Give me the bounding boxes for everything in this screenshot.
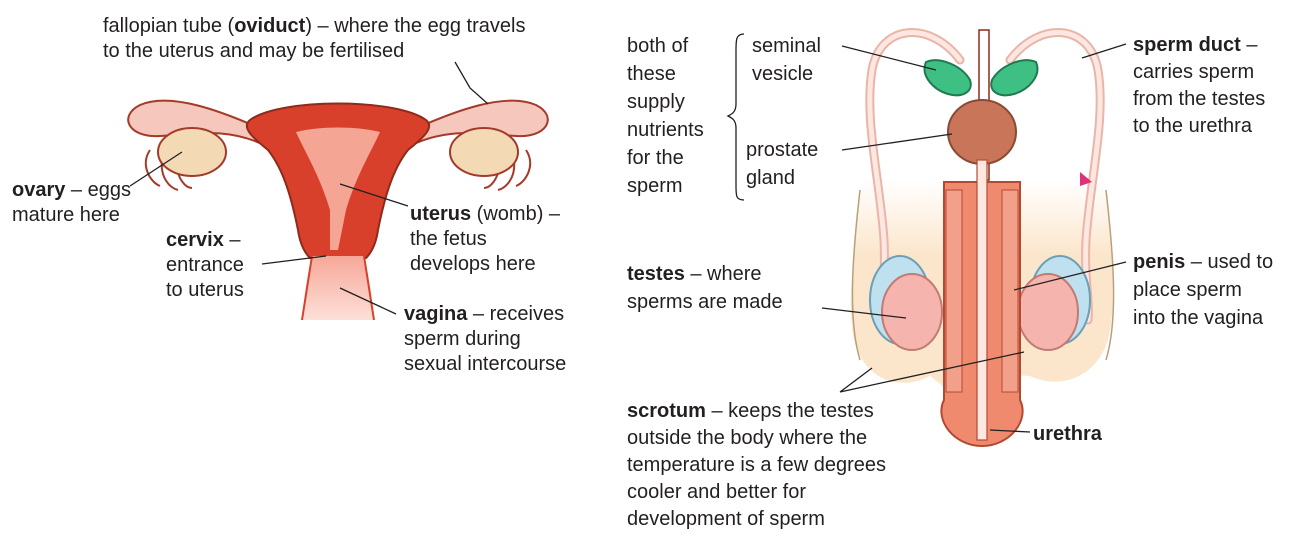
penis-post: – used to bbox=[1185, 251, 1273, 273]
uterus-label-line3: develops here bbox=[410, 253, 536, 275]
sperm-duct-post: – bbox=[1241, 34, 1258, 56]
label-seminal-vesicle: seminal vesicle bbox=[752, 32, 821, 88]
scrotum-term: scrotum bbox=[627, 400, 706, 422]
penis-line3: into the vagina bbox=[1133, 307, 1263, 329]
uterus-label-post: (womb) – bbox=[471, 203, 560, 225]
prostate-gland bbox=[948, 100, 1016, 164]
vagina-label-line2: sperm during bbox=[404, 328, 521, 350]
both-line4: nutrients bbox=[627, 119, 704, 141]
scrotum-line3: temperature is a few degrees bbox=[627, 454, 886, 476]
sperm-duct-term: sperm duct bbox=[1133, 34, 1241, 56]
erectile-tissue-left bbox=[946, 190, 962, 392]
male-reproductive-system bbox=[728, 30, 1126, 446]
label-oviduct: fallopian tube (oviduct) – where the egg… bbox=[103, 14, 525, 64]
oviduct-label-pre: fallopian tube ( bbox=[103, 15, 234, 37]
prostate-line2: gland bbox=[746, 167, 795, 189]
label-both: both of these supply nutrients for the s… bbox=[627, 32, 704, 200]
seminal-vesicle-left bbox=[925, 60, 971, 95]
label-ovary: ovary – eggs mature here bbox=[12, 178, 131, 228]
oviduct-label-post: ) – where the egg travels bbox=[305, 15, 525, 37]
cervix-label-post: – bbox=[224, 229, 241, 251]
urethra-term: urethra bbox=[1033, 423, 1102, 445]
ovary-label-post: – eggs bbox=[65, 179, 131, 201]
sperm-duct-line3: from the testes bbox=[1133, 88, 1265, 110]
oviduct-term: oviduct bbox=[234, 15, 305, 37]
scrotum-post: – keeps the testes bbox=[706, 400, 874, 422]
brace bbox=[728, 34, 744, 200]
both-line3: supply bbox=[627, 91, 685, 113]
label-penis: penis – used to place sperm into the vag… bbox=[1133, 248, 1273, 332]
uterus-term: uterus bbox=[410, 203, 471, 225]
cervix-term: cervix bbox=[166, 229, 224, 251]
oviduct-label-line2: to the uterus and may be fertilised bbox=[103, 40, 404, 62]
both-line5: for the bbox=[627, 147, 684, 169]
label-testes: testes – where sperms are made bbox=[627, 260, 783, 316]
scrotum-line4: cooler and better for bbox=[627, 481, 806, 503]
label-vagina: vagina – receives sperm during sexual in… bbox=[404, 302, 566, 377]
label-urethra: urethra bbox=[1033, 422, 1102, 447]
ovary-right bbox=[450, 128, 518, 176]
testis-left bbox=[882, 274, 942, 350]
testes-line2: sperms are made bbox=[627, 291, 783, 313]
label-scrotum: scrotum – keeps the testes outside the b… bbox=[627, 398, 886, 533]
ovary-term: ovary bbox=[12, 179, 65, 201]
uterus-label-line2: the fetus bbox=[410, 228, 487, 250]
leader-oviduct bbox=[455, 62, 488, 104]
seminal-vesicle-right bbox=[991, 60, 1037, 95]
penis-line2: place sperm bbox=[1133, 279, 1242, 301]
both-line6: sperm bbox=[627, 175, 683, 197]
testis-right bbox=[1018, 274, 1078, 350]
both-line1: both of bbox=[627, 35, 688, 57]
cervix-label-line2: entrance bbox=[166, 254, 244, 276]
leader-prostate bbox=[842, 134, 952, 150]
ovary-label-line2: mature here bbox=[12, 204, 120, 226]
label-uterus: uterus (womb) – the fetus develops here bbox=[410, 202, 560, 277]
erectile-tissue-right bbox=[1002, 190, 1018, 392]
sperm-duct-line4: to the urethra bbox=[1133, 115, 1252, 137]
vagina-label-line3: sexual intercourse bbox=[404, 353, 566, 375]
sperm-duct-line2: carries sperm bbox=[1133, 61, 1254, 83]
label-prostate: prostate gland bbox=[746, 136, 818, 192]
seminal-line2: vesicle bbox=[752, 63, 813, 85]
leader-seminal-vesicle bbox=[842, 46, 936, 70]
testes-term: testes bbox=[627, 263, 685, 285]
seminal-line1: seminal bbox=[752, 35, 821, 57]
vagina-label-post: – receives bbox=[467, 303, 564, 325]
cervix-label-line3: to uterus bbox=[166, 279, 244, 301]
penis-term: penis bbox=[1133, 251, 1185, 273]
label-sperm-duct: sperm duct – carries sperm from the test… bbox=[1133, 32, 1265, 140]
urethra-penile bbox=[977, 160, 987, 440]
ovary-left bbox=[158, 128, 226, 176]
prostate-line1: prostate bbox=[746, 139, 818, 161]
both-line2: these bbox=[627, 63, 676, 85]
scrotum-line2: outside the body where the bbox=[627, 427, 867, 449]
vagina-term: vagina bbox=[404, 303, 467, 325]
vagina bbox=[302, 256, 374, 320]
label-cervix: cervix – entrance to uterus bbox=[166, 228, 244, 303]
scrotum-line5: development of sperm bbox=[627, 508, 825, 530]
testes-post: – where bbox=[685, 263, 762, 285]
